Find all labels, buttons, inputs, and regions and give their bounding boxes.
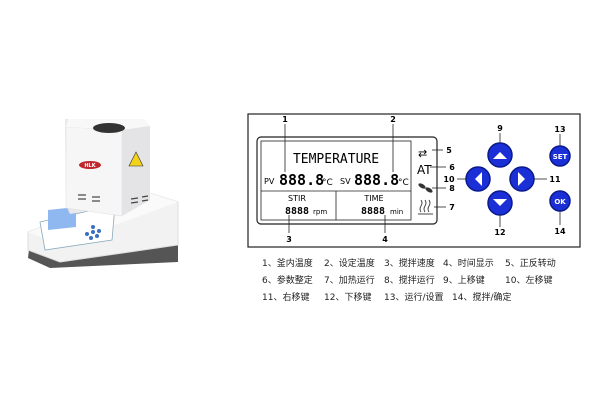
callout-9: 9	[497, 124, 503, 133]
at-label: AT	[417, 163, 432, 177]
callout-4: 4	[382, 235, 388, 244]
stir-label: STIR	[288, 194, 306, 203]
sv-value: 888.8	[354, 171, 399, 189]
legend-item: 7、加热运行	[324, 276, 375, 286]
left-button[interactable]	[465, 166, 491, 192]
stir-icon	[418, 183, 433, 193]
legend-item: 9、上移键	[443, 276, 485, 286]
callout-1: 1	[282, 115, 288, 124]
heating-icon	[418, 199, 433, 215]
legend-item: 12、下移键	[324, 293, 372, 303]
legend-item: 11、右移键	[262, 293, 310, 303]
callout-6: 6	[449, 163, 455, 172]
callout-5: 5	[446, 146, 452, 155]
legend-item: 5、正反转动	[505, 259, 556, 269]
ok-button[interactable]: OK	[549, 190, 571, 212]
callout-7: 7	[449, 203, 455, 212]
lcd-frame	[256, 136, 438, 225]
arrow-icon	[518, 172, 525, 186]
pv-value: 888.8	[279, 171, 324, 189]
legend-item: 13、运行/设置	[384, 293, 444, 303]
callout-8: 8	[449, 184, 455, 193]
instrument-screen	[48, 207, 76, 230]
callout-11: 11	[549, 175, 561, 184]
set-button[interactable]: SET	[549, 145, 571, 167]
callout-13: 13	[554, 125, 565, 134]
set-button-label: SET	[553, 153, 568, 161]
callout-12: 12	[494, 228, 505, 237]
pv-label: PV	[264, 177, 275, 186]
time-unit: min	[390, 208, 403, 216]
stir-value: 8888	[285, 206, 309, 217]
callout-10: 10	[443, 175, 455, 184]
arrow-icon	[493, 152, 507, 159]
arrow-icon	[475, 172, 482, 186]
rotate-icon: ⇄	[418, 147, 427, 160]
svg-text:HLK: HLK	[84, 163, 96, 169]
pv-unit: °C	[322, 178, 333, 188]
arrow-icon	[493, 199, 507, 206]
time-label: TIME	[363, 194, 383, 203]
up-button[interactable]	[487, 142, 513, 168]
legend-item: 1、釜内温度	[262, 259, 313, 269]
legend-item: 14、搅拌/确定	[452, 293, 512, 303]
ok-button-label: OK	[554, 198, 566, 206]
legend: 1、釜内温度 2、设定温度 3、搅拌速度 4、时间显示 5、正反转动 6、参数整定 7、加…	[262, 254, 556, 305]
legend-item: 8、搅拌运行	[384, 276, 435, 286]
down-button[interactable]	[487, 190, 513, 216]
legend-item: 4、时间显示	[443, 259, 494, 269]
legend-item: 3、搅拌速度	[384, 259, 435, 269]
sv-unit: °C	[398, 178, 409, 188]
callout-3: 3	[286, 235, 292, 244]
callout-2: 2	[390, 115, 396, 124]
legend-item: 10、左移键	[505, 276, 553, 286]
time-value: 8888	[361, 206, 385, 217]
stir-unit: rpm	[313, 208, 327, 216]
legend-item: 6、参数整定	[262, 276, 313, 286]
instrument-photo: HLK	[27, 119, 179, 268]
sv-label: SV	[340, 177, 351, 186]
right-button[interactable]	[509, 166, 535, 192]
legend-item: 2、设定温度	[324, 259, 375, 269]
callout-14: 14	[554, 227, 566, 236]
lcd-title: TEMPERATURE	[293, 152, 379, 167]
